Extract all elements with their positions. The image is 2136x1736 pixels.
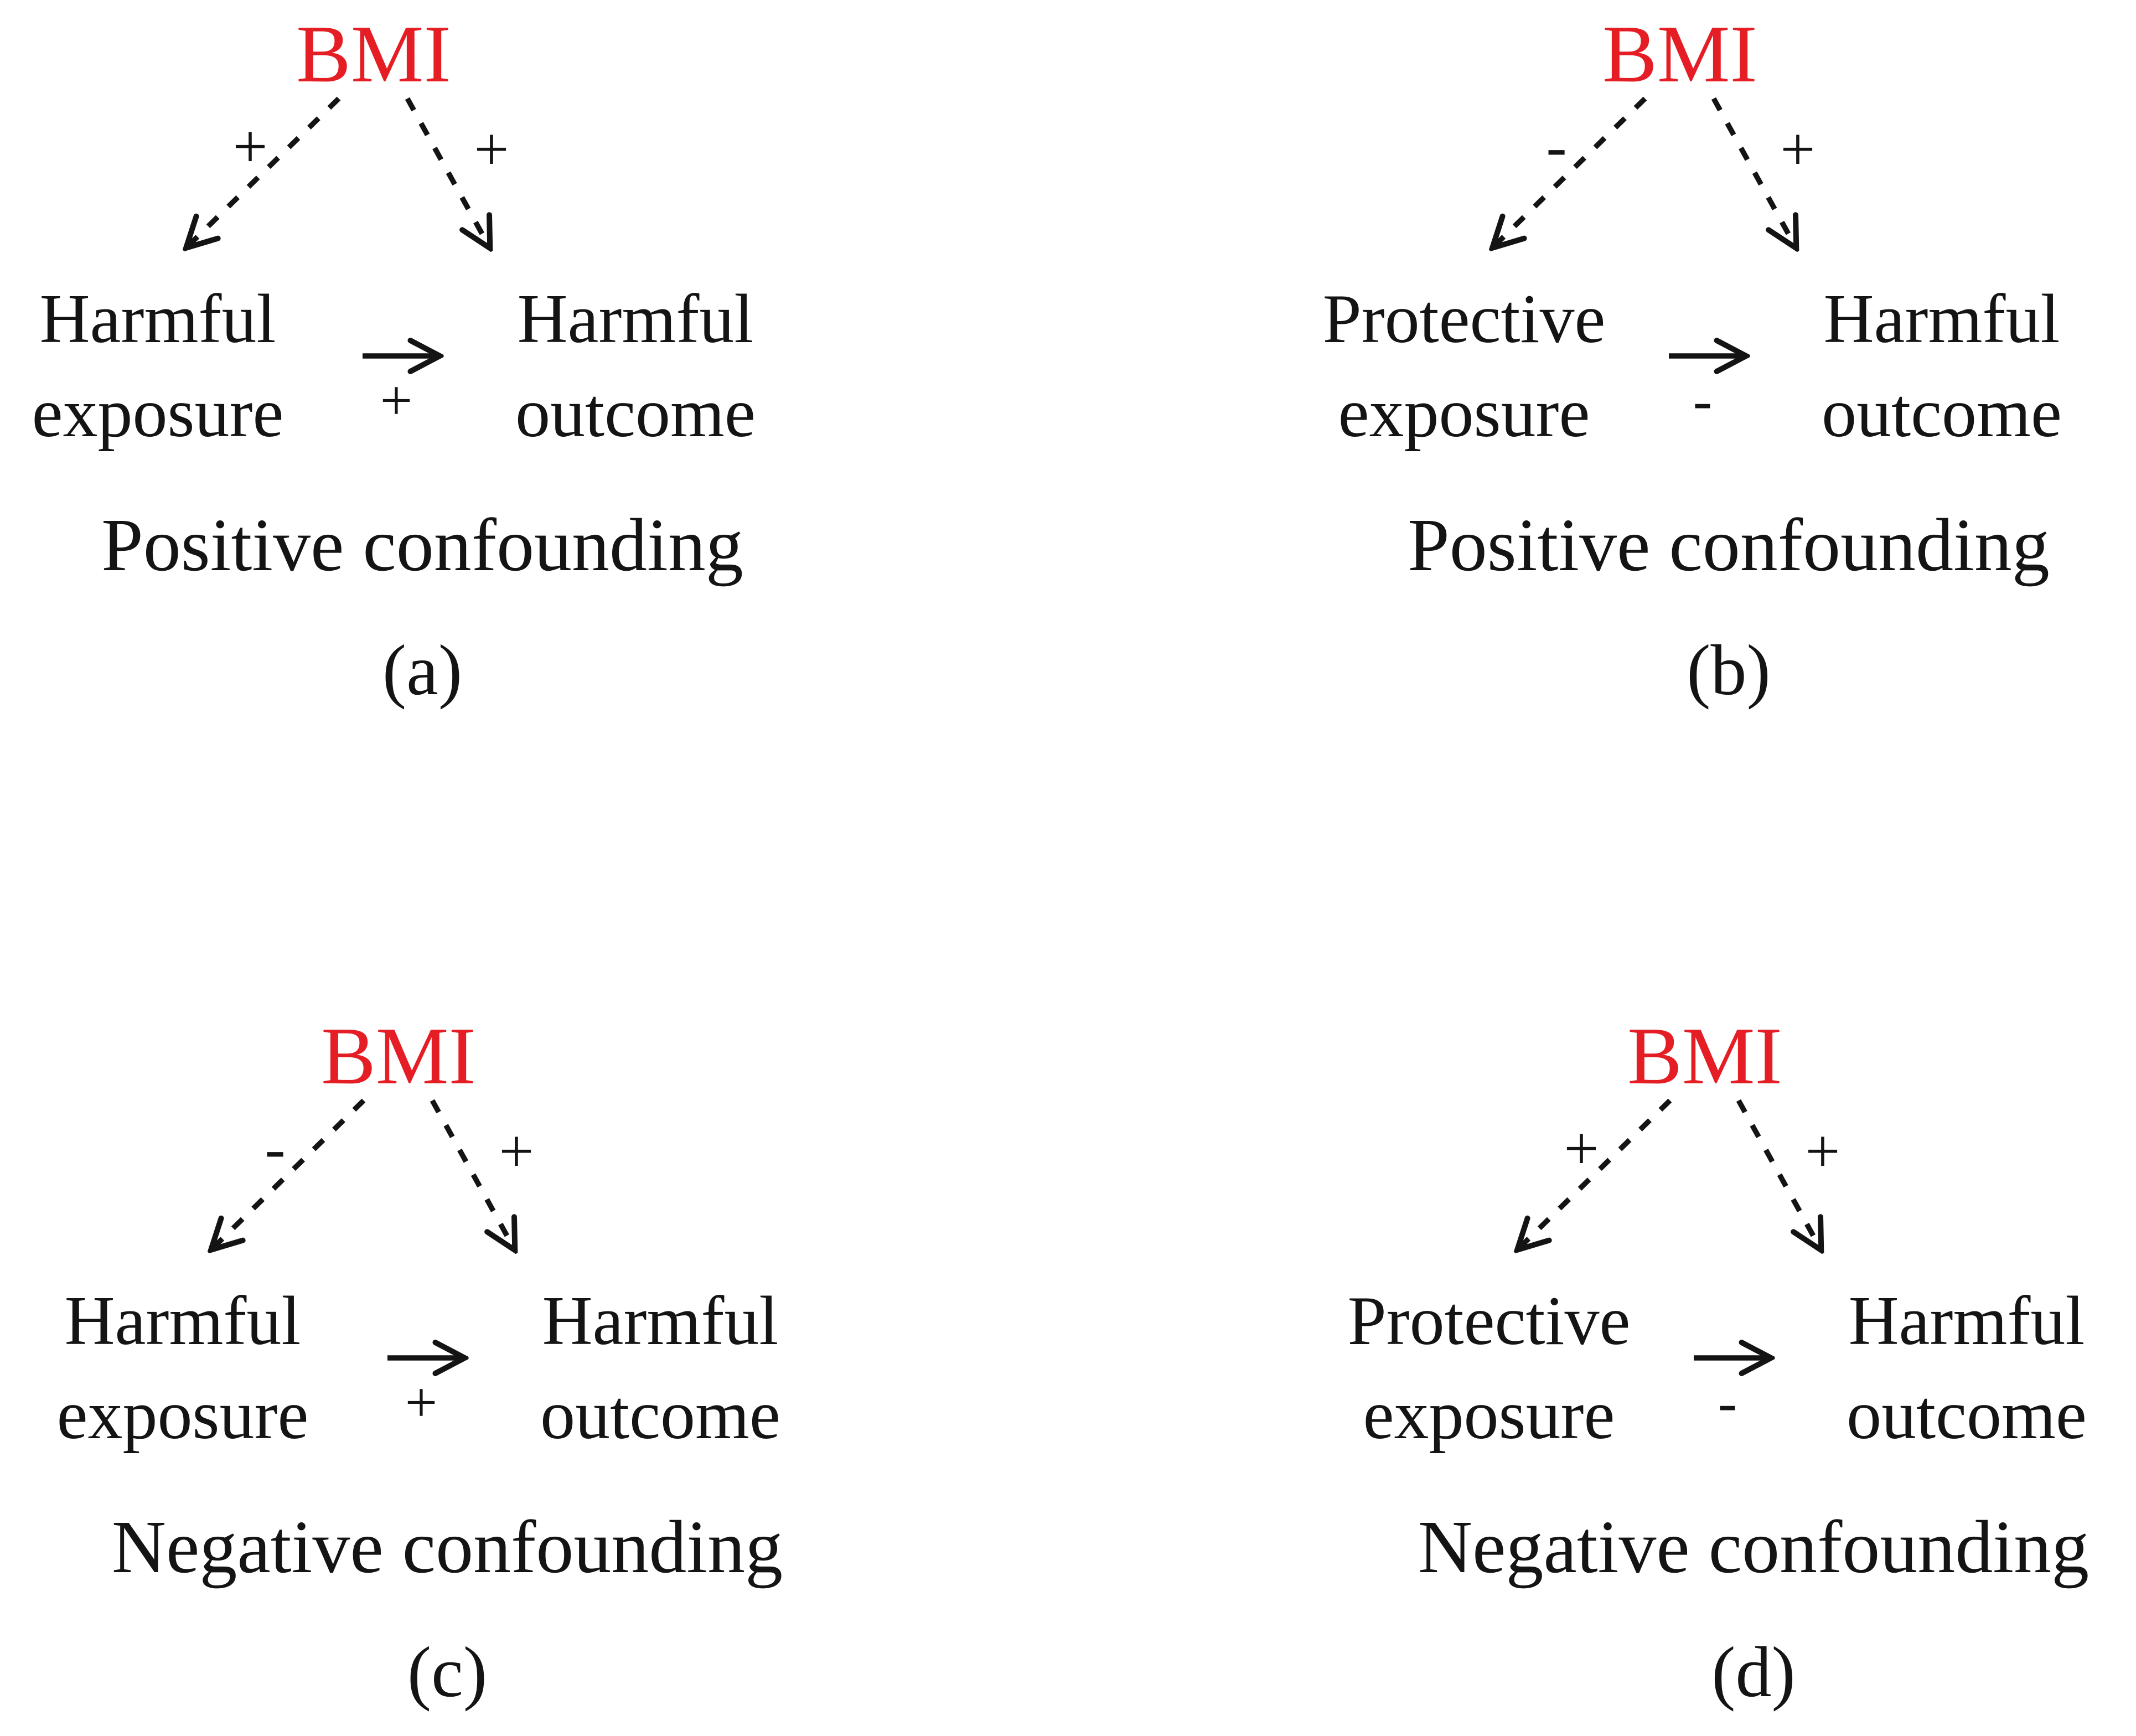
confounding-panel: BMI + + Harmful exposure + Harmful outco… — [0, 0, 830, 720]
confounder-exposure-sign-label: + — [232, 112, 268, 181]
exposure-node-line2: exposure — [32, 375, 284, 452]
outcome-node-line1: Harmful — [517, 281, 754, 358]
outcome-node-line1: Harmful — [1848, 1283, 2085, 1360]
outcome-node-line2: outcome — [1847, 1377, 2087, 1454]
outcome-node: Harmful outcome — [540, 1274, 780, 1463]
exposure-node-line1: Protective — [1347, 1283, 1631, 1360]
confounding-panel: BMI - + Protective exposure - Harmful ou… — [1306, 0, 2136, 720]
confounder-node: BMI — [296, 9, 451, 100]
exposure-node-line1: Protective — [1322, 281, 1606, 358]
exposure-node-line1: Harmful — [64, 1283, 301, 1360]
outcome-node-line2: outcome — [1822, 375, 2062, 452]
panel-arrows — [0, 96, 830, 720]
confounder-node: BMI — [1627, 1011, 1782, 1102]
confounder-node: BMI — [1602, 9, 1757, 100]
outcome-node-line1: Harmful — [542, 1283, 779, 1360]
confounding-panel: BMI + + Protective exposure - Harmful ou… — [1331, 1002, 2136, 1722]
panel-letter-label: (d) — [1711, 1632, 1796, 1712]
outcome-node: Harmful outcome — [1822, 272, 2062, 461]
panel-arrows — [1331, 1098, 2136, 1722]
confounder-to-outcome-arrow — [405, 97, 489, 247]
confounder-to-exposure-arrow — [1518, 1098, 1672, 1249]
confounder-exposure-sign-label: + — [1564, 1114, 1599, 1183]
outcome-node: Harmful outcome — [1847, 1274, 2087, 1463]
exposure-node: Protective exposure — [1323, 272, 1606, 461]
exposure-node: Harmful exposure — [57, 1274, 309, 1463]
confounder-outcome-sign-label: + — [474, 115, 509, 184]
confounding-panel: BMI - + Harmful exposure + Harmful outco… — [25, 1002, 855, 1722]
confounder-to-exposure-arrow — [212, 1098, 366, 1249]
panel-arrows — [25, 1098, 855, 1722]
exposure-outcome-sign-label: + — [380, 369, 413, 432]
outcome-node-line2: outcome — [540, 1377, 780, 1454]
panel-letter-label: (b) — [1687, 631, 1771, 710]
confounder-outcome-sign-label: + — [1805, 1117, 1840, 1186]
confounder-to-outcome-arrow — [1711, 97, 1796, 247]
confounding-type-caption: Negative confounding — [1418, 1506, 2090, 1589]
panel-letter-label: (c) — [407, 1632, 488, 1712]
exposure-node: Harmful exposure — [32, 272, 284, 461]
exposure-node-line2: exposure — [1338, 375, 1590, 452]
outcome-node-line2: outcome — [515, 375, 756, 452]
confounder-to-outcome-arrow — [1736, 1099, 1820, 1249]
confounder-outcome-sign-label: + — [1780, 115, 1816, 184]
confounder-to-exposure-arrow — [1493, 96, 1647, 247]
confounding-type-caption: Negative confounding — [111, 1506, 783, 1589]
exposure-node: Protective exposure — [1348, 1274, 1631, 1463]
exposure-node-line2: exposure — [56, 1377, 309, 1454]
exposure-outcome-sign-label: + — [405, 1371, 438, 1434]
outcome-node: Harmful outcome — [515, 272, 756, 461]
exposure-node-line1: Harmful — [39, 281, 276, 358]
exposure-node-line2: exposure — [1363, 1377, 1615, 1454]
confounder-exposure-sign-label: - — [265, 1114, 286, 1183]
confounding-type-caption: Positive confounding — [101, 504, 743, 587]
exposure-outcome-sign-label: - — [1718, 1371, 1737, 1434]
confounder-outcome-sign-label: + — [499, 1117, 534, 1186]
confounder-exposure-sign-label: - — [1546, 112, 1567, 181]
panel-letter-label: (a) — [382, 631, 463, 710]
confounder-to-outcome-arrow — [430, 1099, 514, 1249]
outcome-node-line1: Harmful — [1823, 281, 2060, 358]
confounding-type-caption: Positive confounding — [1408, 504, 2050, 587]
exposure-outcome-sign-label: - — [1693, 369, 1713, 432]
confounder-node: BMI — [321, 1011, 476, 1102]
confounder-to-exposure-arrow — [187, 96, 341, 247]
panel-arrows — [1306, 96, 2136, 720]
